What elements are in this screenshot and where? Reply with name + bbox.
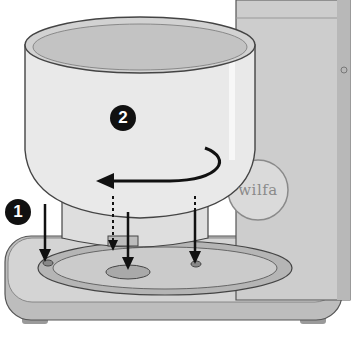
bowl-rim (25, 17, 255, 73)
column-seam (236, 18, 337, 19)
arrow-head (108, 240, 118, 251)
socket-pin (191, 261, 201, 267)
arrow-head (122, 257, 134, 270)
down-arrow (44, 204, 47, 250)
bowl-highlight (229, 60, 235, 160)
callout-number: 2 (110, 105, 136, 131)
dotted-arrow (112, 196, 114, 240)
down-arrow (127, 212, 130, 258)
bowl-inside (33, 24, 247, 70)
callout-number: 1 (5, 199, 31, 225)
brand-logo: wilfa (230, 179, 286, 201)
column-edge (337, 0, 350, 300)
callout-disc (110, 105, 136, 131)
arrow-head (39, 249, 51, 262)
bowl-socket (38, 241, 292, 295)
arrow-head (189, 251, 201, 264)
callout-disc (5, 199, 31, 225)
down-arrow (194, 210, 197, 252)
rotation-arrow (112, 148, 220, 181)
dotted-guide (194, 196, 196, 210)
arrow-head (96, 173, 114, 189)
socket-inner (53, 247, 277, 289)
mark-symbol (341, 67, 347, 73)
